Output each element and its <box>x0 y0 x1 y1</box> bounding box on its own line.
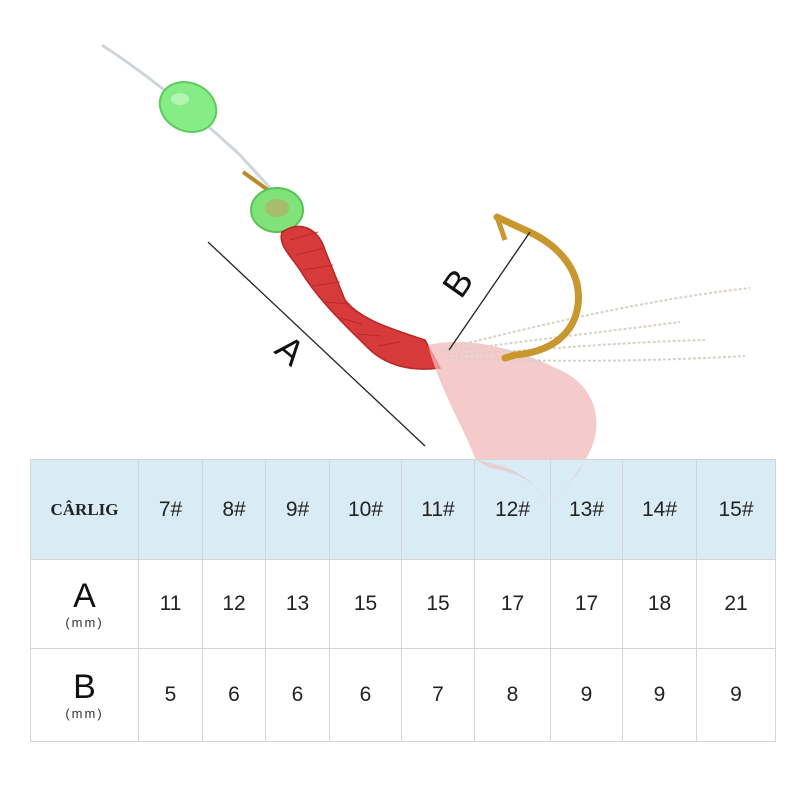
table-row-a: A (mm) 11 12 13 15 15 17 17 18 21 <box>30 559 776 649</box>
row-unit: (mm) <box>65 705 104 721</box>
hook-eye <box>241 170 270 192</box>
size-header: 11# <box>401 459 475 560</box>
row-letter: B <box>73 667 96 706</box>
size-header: 12# <box>474 459 551 560</box>
green-bead-top <box>158 81 218 133</box>
header-label: CÂRLIG <box>30 459 139 560</box>
row-unit: (mm) <box>65 614 104 630</box>
size-header: 14# <box>622 459 697 560</box>
flash-threads <box>439 287 751 362</box>
header-row: CÂRLIG 7# 8# 9# 10# 11# 12# 13# 14# 15# <box>30 459 776 560</box>
table-cell: 17 <box>550 559 623 649</box>
table-cell: 18 <box>622 559 697 649</box>
dimension-line-a <box>207 241 426 447</box>
table-cell: 9 <box>622 648 697 742</box>
table-cell: 21 <box>696 559 776 649</box>
size-header: 8# <box>202 459 266 560</box>
size-header: 9# <box>265 459 330 560</box>
table-cell: 12 <box>202 559 266 649</box>
dimension-line-b <box>448 231 531 351</box>
table-cell: 6 <box>202 648 266 742</box>
size-table: CÂRLIG 7# 8# 9# 10# 11# 12# 13# 14# 15# … <box>30 459 776 742</box>
table-cell: 7 <box>401 648 475 742</box>
red-wrap <box>280 225 442 370</box>
table-cell: 6 <box>329 648 402 742</box>
row-head-b: B (mm) <box>30 648 139 742</box>
table-cell: 11 <box>138 559 203 649</box>
table-cell: 13 <box>265 559 330 649</box>
table-cell: 9 <box>696 648 776 742</box>
table-cell: 17 <box>474 559 551 649</box>
table-cell: 5 <box>138 648 203 742</box>
table-cell: 8 <box>474 648 551 742</box>
size-header: 10# <box>329 459 402 560</box>
table-cell: 15 <box>401 559 475 649</box>
label-b: B <box>434 261 481 304</box>
table-cell: 9 <box>550 648 623 742</box>
table-row-b: B (mm) 5 6 6 6 7 8 9 9 9 <box>30 648 776 742</box>
size-header: 15# <box>696 459 776 560</box>
table-cell: 15 <box>329 559 402 649</box>
size-header: 7# <box>138 459 203 560</box>
row-head-a: A (mm) <box>30 559 139 649</box>
row-letter: A <box>73 576 96 615</box>
size-header: 13# <box>550 459 623 560</box>
gold-hook <box>493 213 582 362</box>
table-cell: 6 <box>265 648 330 742</box>
